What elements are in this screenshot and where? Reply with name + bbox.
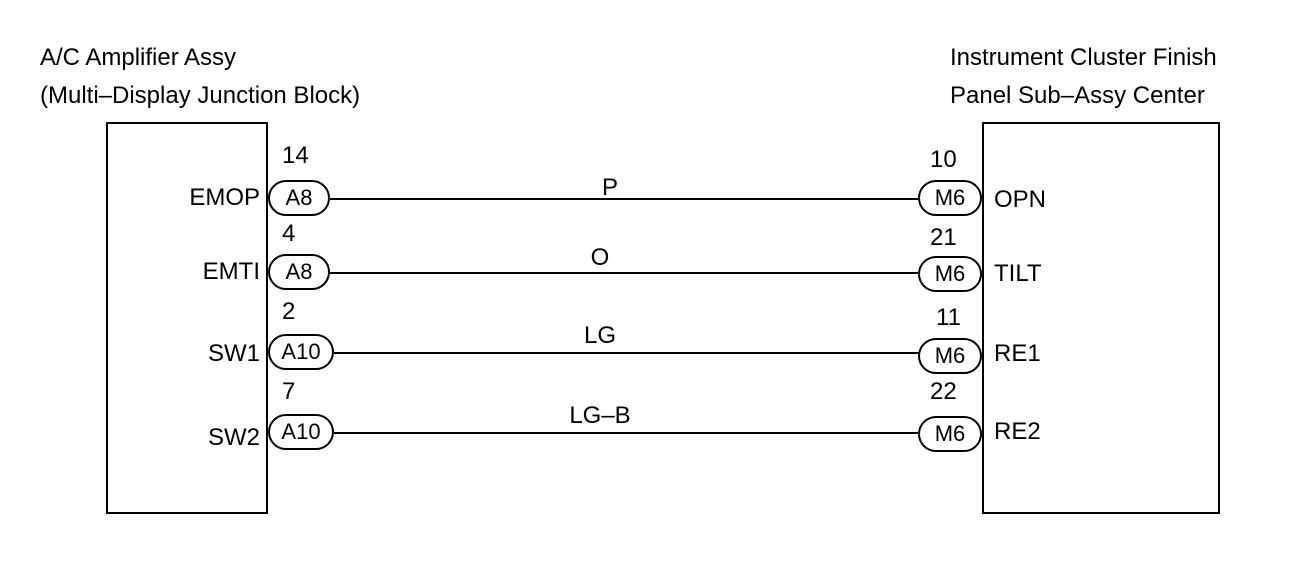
right-component-title-line2: Panel Sub–Assy Center	[950, 82, 1205, 109]
right-signal-label: OPN	[994, 186, 1047, 213]
right-connector: M6	[918, 180, 982, 216]
left-connector: A10	[268, 334, 334, 370]
left-pin-number: 14	[282, 142, 309, 169]
right-connector: M6	[918, 256, 982, 292]
right-component-box	[982, 122, 1220, 514]
right-signal-label: RE1	[994, 340, 1041, 367]
right-signal-label: TILT	[994, 260, 1042, 287]
right-component-title-line1: Instrument Cluster Finish	[950, 44, 1217, 71]
left-signal-label: SW1	[207, 340, 260, 367]
left-connector: A10	[268, 414, 334, 450]
left-signal-label: EMTI	[202, 258, 260, 285]
left-signal-label: EMOP	[189, 184, 260, 211]
right-pin-number: 10	[930, 146, 957, 173]
left-pin-number: 2	[282, 298, 296, 325]
left-pin-number: 7	[282, 378, 296, 405]
wire-circuit-3	[334, 352, 920, 354]
wire-color-label: LG–B	[569, 402, 631, 429]
wire-circuit-2	[330, 272, 920, 274]
wire-circuit-4	[334, 432, 920, 434]
right-connector: M6	[918, 416, 982, 452]
right-pin-number: 21	[930, 224, 957, 251]
left-pin-number: 4	[282, 220, 296, 247]
right-connector: M6	[918, 338, 982, 374]
right-signal-label: RE2	[994, 418, 1041, 445]
left-component-title-line1: A/C Amplifier Assy	[40, 44, 237, 71]
wire-color-label: LG	[583, 322, 616, 349]
right-pin-number: 22	[930, 378, 957, 405]
left-component-title-line2: (Multi–Display Junction Block)	[40, 82, 361, 109]
left-connector: A8	[268, 254, 330, 290]
wire-color-label: P	[601, 174, 618, 201]
left-signal-label: SW2	[207, 424, 260, 451]
left-connector: A8	[268, 180, 330, 216]
left-component-box	[106, 122, 268, 514]
right-pin-number: 11	[936, 304, 961, 331]
wire-circuit-1	[330, 198, 920, 200]
wire-color-label: O	[590, 244, 610, 271]
